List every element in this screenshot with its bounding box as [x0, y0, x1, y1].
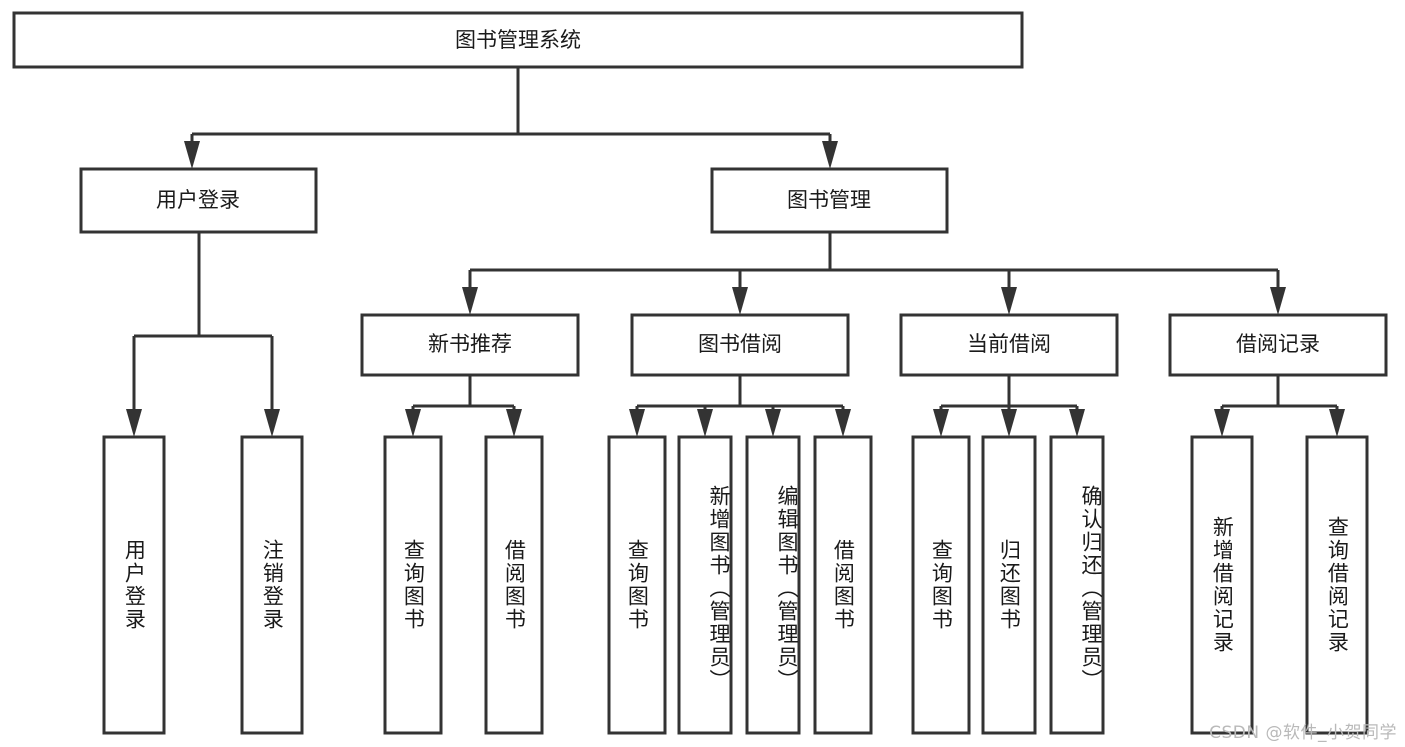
node-borrow-record-label: 借阅记录 — [1236, 332, 1320, 356]
leaf-label-book-borrow-3: 编辑图书（管理员） — [775, 484, 799, 692]
leaf-label-user-login-1: 用户登录 — [122, 539, 147, 631]
arrow-user-login-leaf-2-icon — [264, 409, 280, 437]
node-user-login-box[interactable] — [79, 167, 318, 234]
arrow-to-book-manage-icon — [822, 141, 838, 169]
leaf-label-book-borrow-4: 借阅图书 — [831, 539, 856, 631]
leaf-box-new-book-1[interactable] — [383, 435, 443, 735]
connectors-book-borrow-to-leaves — [629, 375, 851, 437]
arrow-to-book-borrow-icon — [732, 287, 748, 315]
node-borrow-record-box[interactable] — [1168, 313, 1388, 377]
leaf-box-book-borrow-4[interactable] — [813, 435, 873, 735]
leaf-label-current-borrow-3: 确认归还（管理员） — [1079, 484, 1103, 692]
arrow-current-borrow-leaf-1-icon — [933, 409, 949, 437]
leaf-box-user-login-2[interactable] — [240, 435, 304, 735]
arrow-current-borrow-leaf-2-icon — [1001, 409, 1017, 437]
arrow-new-book-leaf-2-icon — [506, 409, 522, 437]
node-current-borrow-box[interactable] — [899, 313, 1119, 377]
leaf-box-book-borrow-2[interactable] — [677, 435, 733, 735]
node-book-borrow[interactable]: 图书借阅 — [630, 313, 850, 377]
leaf-label-user-login-2: 注销登录 — [260, 539, 285, 631]
arrow-to-new-book-icon — [462, 287, 478, 315]
leaf-box-current-borrow-3[interactable] — [1049, 435, 1105, 735]
node-user-login[interactable]: 用户登录 — [79, 167, 318, 234]
arrow-to-user-login-icon — [184, 141, 200, 169]
leaf-box-new-book-2[interactable] — [484, 435, 544, 735]
node-book-manage-label: 图书管理 — [787, 188, 871, 212]
leaf-label-new-book-1: 查询图书 — [401, 539, 426, 631]
node-book-manage-box[interactable] — [710, 167, 949, 234]
leaf-label-new-book-2: 借阅图书 — [502, 539, 527, 631]
connectors-borrow-record-to-leaves — [1214, 375, 1345, 437]
node-book-borrow-box[interactable] — [630, 313, 850, 377]
leaf-label-book-borrow-1: 查询图书 — [625, 539, 650, 631]
node-new-book-recommend-box[interactable] — [360, 313, 580, 377]
arrow-to-borrow-record-icon — [1270, 287, 1286, 315]
arrow-user-login-leaf-1-icon — [126, 409, 142, 437]
node-user-login-label: 用户登录 — [156, 188, 240, 212]
watermark: CSDN @软件_小贺同学 — [1209, 723, 1397, 743]
leaf-label-current-borrow-1: 查询图书 — [929, 539, 954, 631]
node-current-borrow[interactable]: 当前借阅 — [899, 313, 1119, 377]
leaf-label-borrow-record-1: 新增借阅记录 — [1210, 516, 1235, 654]
connectors-root-to-level2 — [184, 67, 838, 169]
arrow-book-borrow-leaf-1-icon — [629, 409, 645, 437]
connectors-new-book-to-leaves — [405, 375, 522, 437]
arrow-borrow-record-leaf-2-icon — [1329, 409, 1345, 437]
leaf-label-book-borrow-2: 新增图书（管理员） — [707, 484, 731, 692]
node-root[interactable]: 图书管理系统 — [12, 11, 1024, 69]
node-new-book-recommend-label: 新书推荐 — [428, 332, 512, 356]
arrow-borrow-record-leaf-1-icon — [1214, 409, 1230, 437]
leaf-box-current-borrow-2[interactable] — [981, 435, 1037, 735]
arrow-book-borrow-leaf-4-icon — [835, 409, 851, 437]
leaf-label-current-borrow-2: 归还图书 — [997, 539, 1022, 631]
leaf-box-borrow-record-1[interactable] — [1190, 435, 1254, 735]
arrow-current-borrow-leaf-3-icon — [1069, 409, 1085, 437]
connectors-level2-to-level3 — [462, 232, 1286, 315]
node-borrow-record[interactable]: 借阅记录 — [1168, 313, 1388, 377]
connectors-user-login-to-leaves — [126, 232, 280, 437]
node-root-label: 图书管理系统 — [455, 28, 581, 52]
node-root-box[interactable] — [12, 11, 1024, 69]
leaf-box-book-borrow-1[interactable] — [607, 435, 667, 735]
leaf-box-current-borrow-1[interactable] — [911, 435, 971, 735]
node-book-manage[interactable]: 图书管理 — [710, 167, 949, 234]
leaf-boxes — [102, 435, 1369, 735]
leaf-box-book-borrow-3[interactable] — [745, 435, 801, 735]
arrow-book-borrow-leaf-2-icon — [697, 409, 713, 437]
node-book-borrow-label: 图书借阅 — [698, 332, 782, 356]
connectors-current-borrow-to-leaves — [933, 375, 1085, 437]
leaf-label-borrow-record-2: 查询借阅记录 — [1325, 516, 1350, 654]
node-new-book-recommend[interactable]: 新书推荐 — [360, 313, 580, 377]
leaf-box-user-login-1[interactable] — [102, 435, 166, 735]
arrow-book-borrow-leaf-3-icon — [765, 409, 781, 437]
arrow-to-current-borrow-icon — [1001, 287, 1017, 315]
arrow-new-book-leaf-1-icon — [405, 409, 421, 437]
leaf-box-borrow-record-2[interactable] — [1305, 435, 1369, 735]
node-current-borrow-label: 当前借阅 — [967, 332, 1051, 356]
